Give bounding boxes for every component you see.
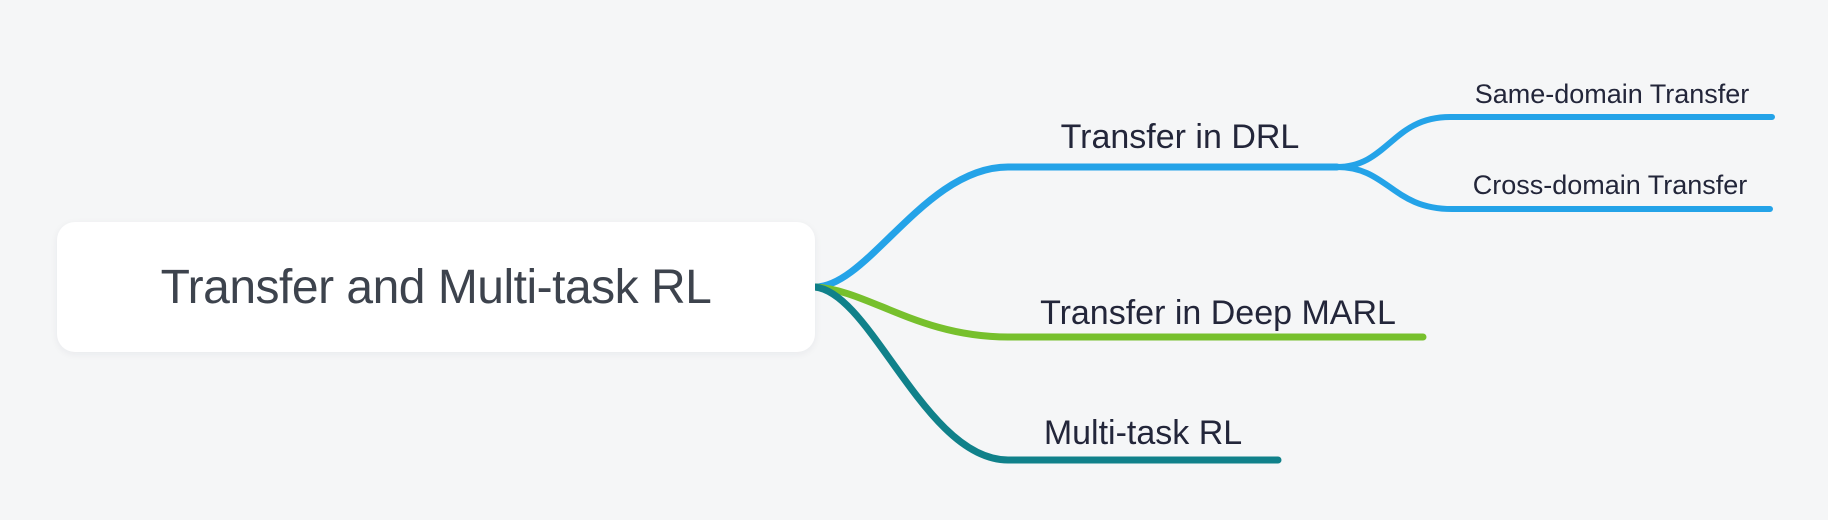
- root-node[interactable]: Transfer and Multi-task RL: [57, 222, 815, 352]
- node-same-domain-transfer[interactable]: Same-domain Transfer: [1474, 79, 1750, 109]
- node-transfer-in-deep-marl[interactable]: Transfer in Deep MARL: [1040, 294, 1396, 332]
- branch-line-transfer-in-drl: [811, 163, 1341, 291]
- node-cross-domain-transfer[interactable]: Cross-domain Transfer: [1472, 170, 1748, 200]
- branch-line-same-domain-transfer: [1334, 114, 1775, 170]
- node-transfer-in-drl[interactable]: Transfer in DRL: [1060, 118, 1300, 156]
- branch-line-transfer-in-deep-marl: [811, 283, 1427, 341]
- branch-line-multi-task-rl: [811, 283, 1282, 464]
- node-multi-task-rl[interactable]: Multi-task RL: [1043, 414, 1243, 452]
- root-node-label: Transfer and Multi-task RL: [160, 260, 712, 314]
- branch-line-cross-domain-transfer: [1334, 164, 1773, 212]
